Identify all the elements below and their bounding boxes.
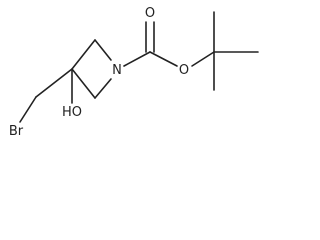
ester-oxygen-atom-label: O [179, 63, 189, 78]
bromine-atom-label: Br [9, 124, 24, 139]
hydroxyl-group-label: HO [62, 105, 82, 120]
bond-c3-ch2 [35, 68, 73, 98]
bond-carbonyl-carbon-ester-oxygen [149, 51, 178, 67]
ring-bond-n-c2 [94, 39, 112, 61]
bond-ester-oxygen-quaternary-carbon [191, 51, 215, 67]
ring-bond-c2-c3 [71, 39, 96, 70]
carbonyl-oxygen-atom-label: O [145, 6, 155, 21]
chemical-structure-diagram: N O O HO Br [9, 6, 259, 139]
ring-bond-c3-c4 [71, 68, 96, 99]
ring-bond-c4-n [94, 78, 112, 99]
nitrogen-atom-label: N [112, 63, 122, 78]
bond-ch2-bromine [19, 96, 37, 123]
bond-n-carbonyl-carbon [123, 51, 151, 67]
